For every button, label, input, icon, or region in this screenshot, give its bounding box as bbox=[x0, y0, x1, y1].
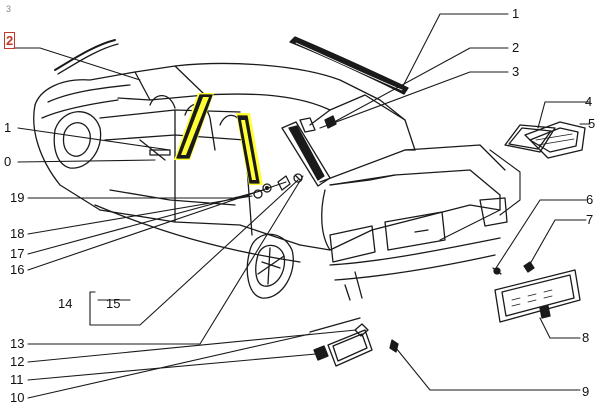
callout-1-left: 1 bbox=[4, 120, 12, 135]
callout-9-right: 9 bbox=[582, 384, 590, 399]
callout-13-left: 13 bbox=[10, 336, 25, 351]
callout-15-left: 15 bbox=[106, 296, 121, 311]
callout-19-left: 19 bbox=[10, 190, 25, 205]
courtesy-lamp-assembly bbox=[504, 121, 586, 159]
highlighted-pillar-seals bbox=[174, 93, 263, 185]
callout-8-right: 8 bbox=[582, 330, 590, 345]
page-marker-number: 2 bbox=[4, 32, 16, 49]
callout-4-right: 4 bbox=[585, 94, 593, 109]
corner-mark: 3 bbox=[6, 4, 12, 14]
screw-7 bbox=[523, 261, 535, 273]
fastener-18 bbox=[277, 175, 291, 191]
callout-18-left: 18 bbox=[10, 226, 25, 241]
callout-0-left: 0 bbox=[4, 154, 12, 169]
callout-6-right: 6 bbox=[586, 192, 594, 207]
quarter-window-seal bbox=[281, 117, 331, 187]
fastener-16 bbox=[253, 189, 263, 199]
windshield-trim-strip bbox=[54, 39, 116, 71]
roof-channel-strip bbox=[289, 36, 409, 95]
callout-10-left: 10 bbox=[10, 390, 25, 405]
callout-1-right: 1 bbox=[512, 6, 520, 21]
car-body-outline bbox=[33, 62, 508, 301]
lower-lamp-parts bbox=[313, 323, 399, 367]
callout-7-right: 7 bbox=[586, 212, 594, 227]
clip-part bbox=[324, 115, 337, 129]
callout-11-left: 11 bbox=[10, 372, 24, 387]
leader-lines bbox=[13, 13, 591, 399]
callout-2-right: 2 bbox=[512, 40, 520, 55]
callout-5-right: 5 bbox=[588, 116, 596, 131]
page-marker: 2 bbox=[4, 32, 16, 49]
callout-3-right: 3 bbox=[512, 64, 520, 79]
callout-12-left: 12 bbox=[10, 354, 25, 369]
callout-16-left: 16 bbox=[10, 262, 25, 277]
callout-14-left: 14 bbox=[58, 296, 73, 311]
fastener-17 bbox=[262, 183, 272, 193]
callout-17-left: 17 bbox=[10, 246, 25, 261]
license-plate-light bbox=[492, 267, 581, 323]
